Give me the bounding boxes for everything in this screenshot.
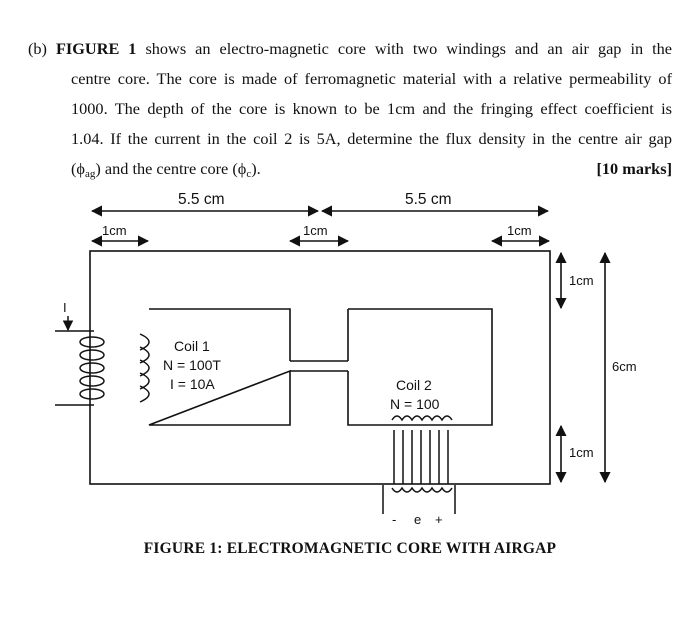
emf-minus-label: - <box>392 512 396 527</box>
question-line-3: 1000. The depth of the core is known to … <box>28 94 672 124</box>
figure-reference: FIGURE 1 <box>55 39 137 58</box>
core-left-window <box>148 308 291 426</box>
coil1-winding <box>55 316 150 406</box>
core-outer-boundary <box>89 250 551 485</box>
phi-c-subscript: c <box>246 168 252 180</box>
phi-ag-subscript: ag <box>85 168 96 180</box>
coil2-winding <box>382 415 456 514</box>
coil1-turns: N = 100T <box>163 357 221 373</box>
emf-label: e <box>414 512 421 527</box>
question-line-2: centre core. The core is made of ferroma… <box>28 64 672 94</box>
question-line-4: 1.04. If the current in the coil 2 is 5A… <box>28 124 672 154</box>
coil2-name: Coil 2 <box>396 377 432 393</box>
question-line-1-text: shows an electro-magnetic core with two … <box>145 39 672 58</box>
phi-ag-open: (ϕ <box>71 159 85 178</box>
dim-center-leg-label: 1cm <box>303 223 328 238</box>
figure-caption: FIGURE 1: ELECTROMAGNETIC CORE WITH AIRG… <box>143 540 557 557</box>
dim-right-width-label: 5.5 cm <box>405 191 452 208</box>
question-line-2-text: centre core. The core is made of ferroma… <box>71 69 672 88</box>
coil1-name: Coil 1 <box>174 338 210 354</box>
question-line-5-end: ). <box>251 159 261 178</box>
current-label: I <box>63 300 67 315</box>
dim-top-label: 1cm <box>569 273 594 288</box>
core-right-window <box>347 308 493 426</box>
dim-height-label: 6cm <box>612 359 637 374</box>
phi-c-open: ) and the centre core (ϕ <box>95 159 247 178</box>
marks-label: [10 marks] <box>596 159 672 178</box>
emf-plus-label: + <box>435 512 443 527</box>
question-line-5: (ϕag) and the centre core (ϕc). [10 mark… <box>28 154 672 184</box>
question-line-4-text: 1.04. If the current in the coil 2 is 5A… <box>71 129 672 148</box>
dim-right-leg-label: 1cm <box>507 223 532 238</box>
coil1-current: I = 10A <box>170 376 215 392</box>
dim-left-leg-label: 1cm <box>102 223 127 238</box>
question-line-3-text: 1000. The depth of the core is known to … <box>71 99 672 118</box>
part-label: (b) <box>28 39 47 58</box>
dim-left-width-label: 5.5 cm <box>178 191 225 208</box>
question-text: (b) FIGURE 1 shows an electro-magnetic c… <box>28 34 672 184</box>
dim-bottom-label: 1cm <box>569 445 594 460</box>
coil2-turns: N = 100 <box>390 396 440 412</box>
question-line-1: (b) FIGURE 1 shows an electro-magnetic c… <box>28 34 672 64</box>
